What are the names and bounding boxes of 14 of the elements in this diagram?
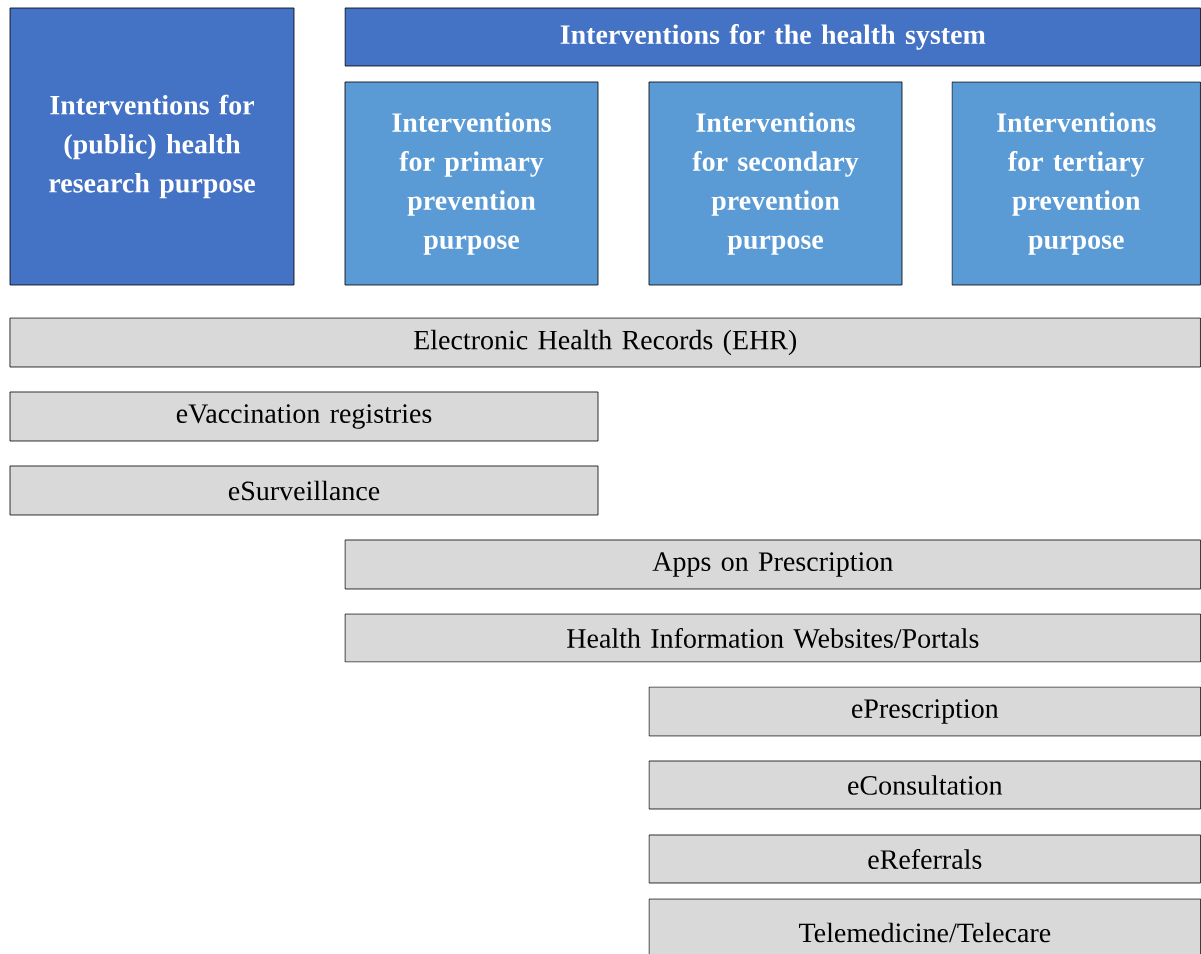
heading-box: Interventions for (public) health research purpose: [9, 7, 295, 286]
heading-box: Interventions for primary prevention purpose: [344, 81, 599, 286]
category-bar: Health Information Websites/Portals: [344, 613, 1201, 663]
heading-box: Interventions for tertiary prevention purpose: [951, 81, 1201, 286]
category-bar: eReferrals: [648, 834, 1201, 884]
category-bar: Apps on Prescription: [344, 539, 1201, 590]
category-bar: Electronic Health Records (EHR): [9, 317, 1201, 368]
category-bar: Telemedicine/Telecare: [648, 898, 1201, 954]
heading-box: Interventions for the health system: [344, 7, 1201, 67]
category-bar: eSurveillance: [9, 465, 599, 516]
category-bar: eConsultation: [648, 760, 1201, 810]
category-bar: eVaccination registries: [9, 391, 599, 442]
category-bar: ePrescription: [648, 686, 1201, 737]
heading-box: Interventions for secondary prevention purpose: [648, 81, 903, 286]
